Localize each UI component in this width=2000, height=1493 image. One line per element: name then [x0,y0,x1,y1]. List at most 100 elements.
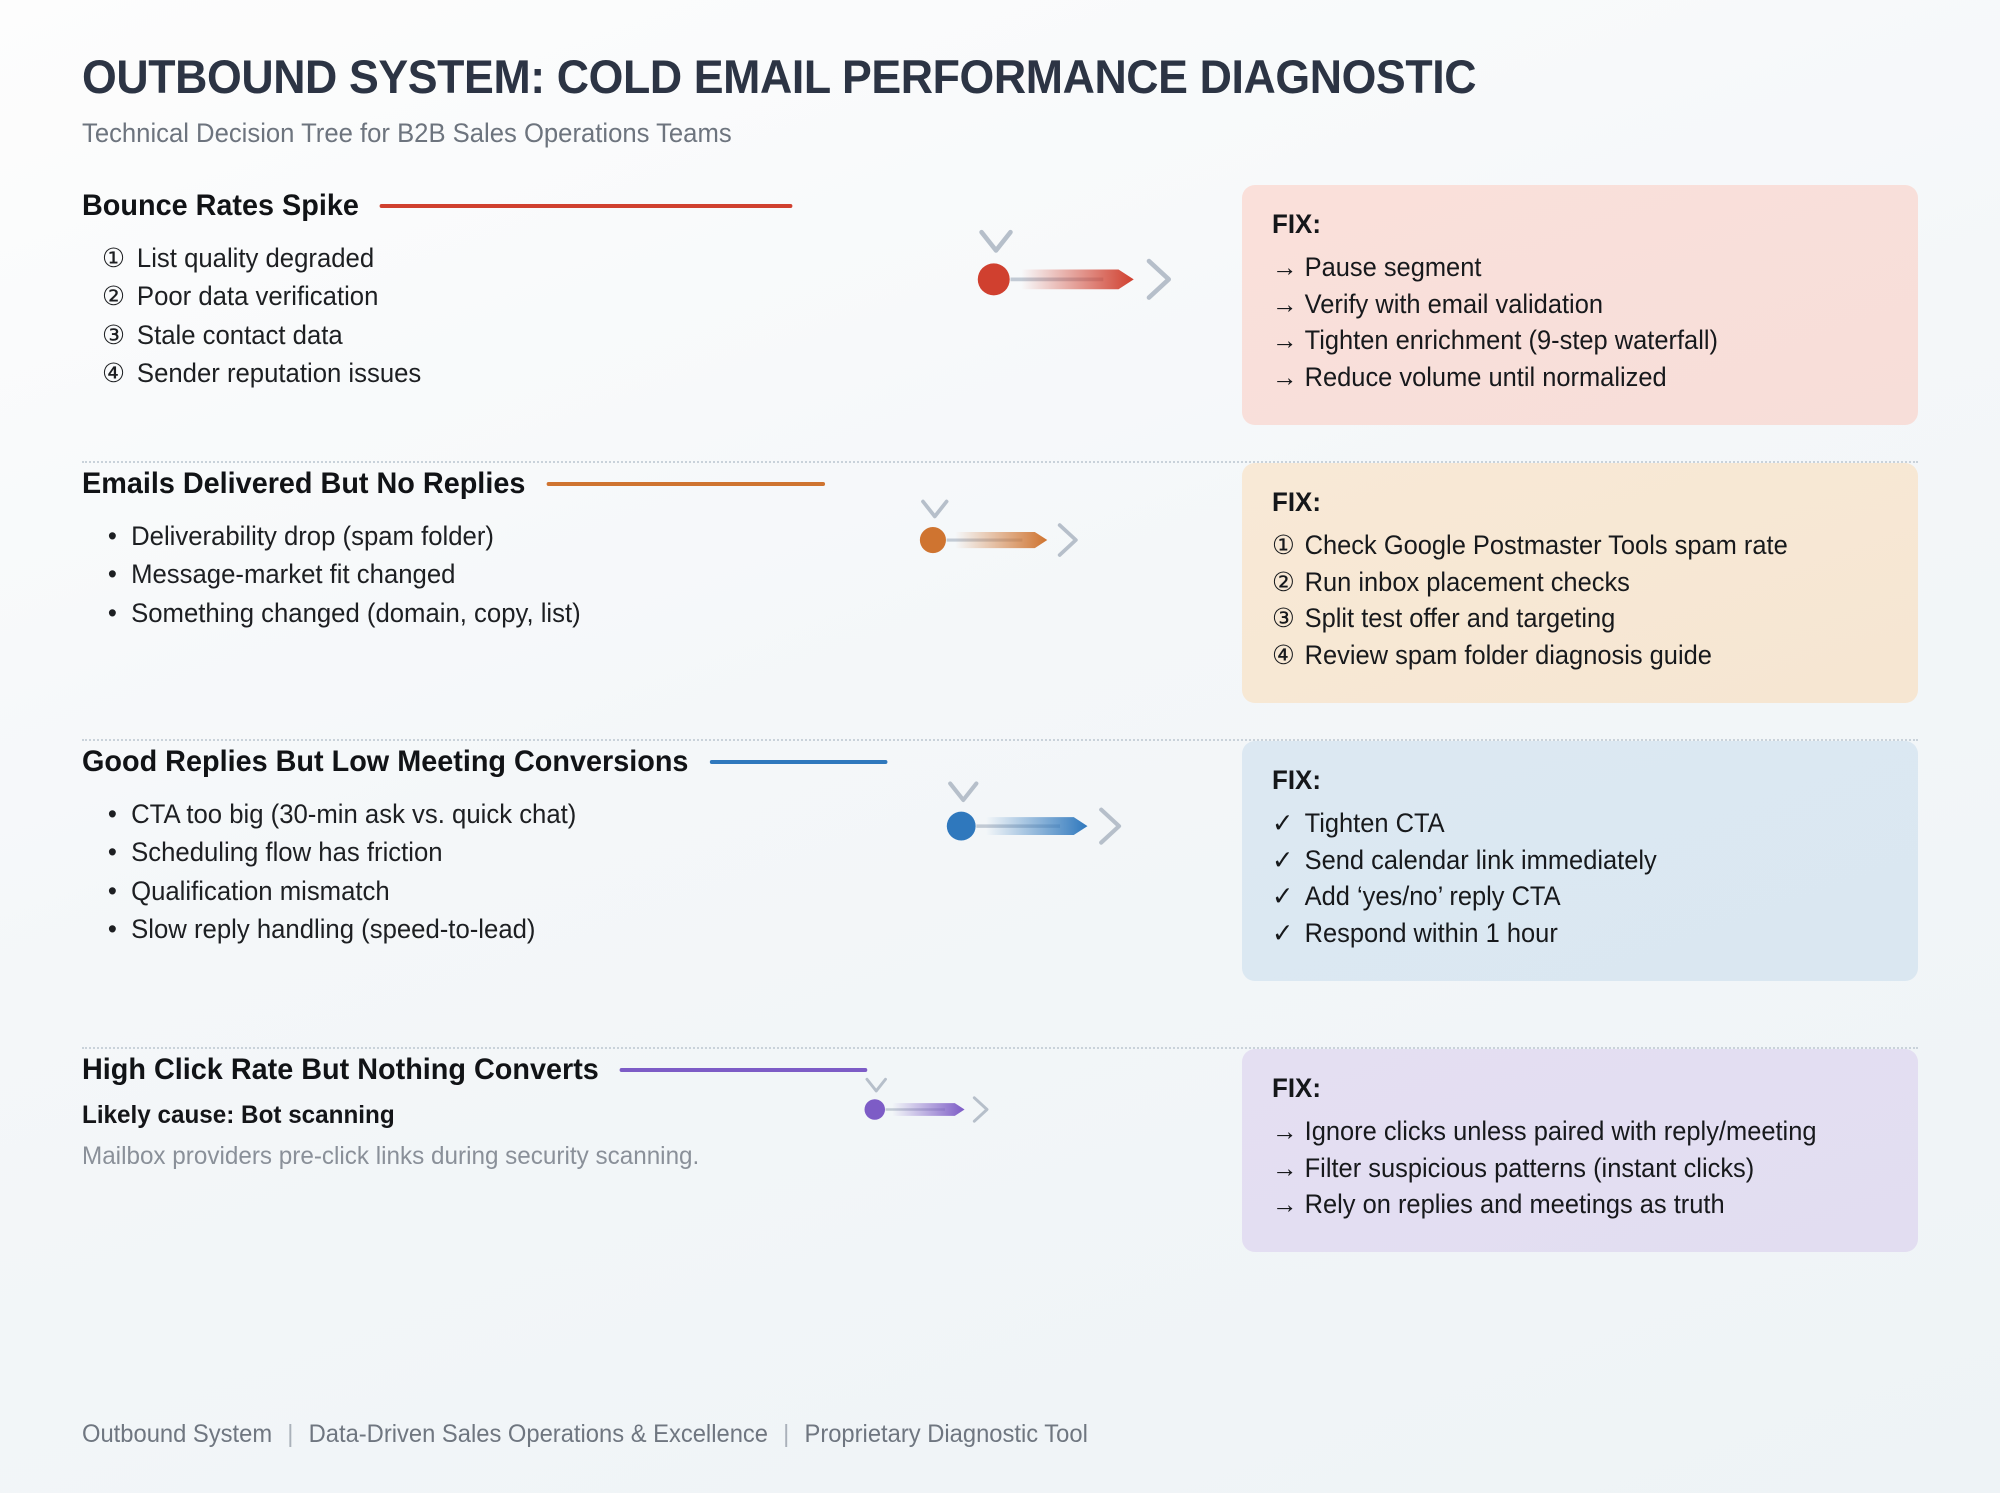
bullet-icon: • [107,837,117,868]
arrow-right-icon: → [1272,1115,1298,1146]
cause-item: • Qualification mismatch [102,874,1208,910]
section-heading-label: Emails Delivered But No Replies [82,466,526,500]
footer-brand: Outbound System [82,1420,273,1448]
footer-note: Proprietary Diagnostic Tool [804,1420,1088,1448]
bullet-icon: • [107,914,117,945]
fix-label: Reduce volume until normalized [1304,361,1667,392]
bullet-icon: • [107,520,117,551]
fix-item: ③ Split test offer and targeting [1272,601,1863,636]
fix-label: Tighten enrichment (9-step waterfall) [1304,325,1718,356]
section-heading-label: Good Replies But Low Meeting Conversions [82,744,689,778]
numbered-bullet-icon: ① [1272,529,1295,560]
check-icon: ✓ [1272,917,1294,948]
fix-item: ✓Tighten CTA [1272,806,1863,841]
cause-label: CTA too big (30-min ask vs. quick chat) [131,798,577,829]
numbered-bullet-icon: ② [1272,566,1295,597]
fix-item: →Reduce volume until normalized [1272,360,1863,395]
page-title: OUTBOUND SYSTEM: COLD EMAIL PERFORMANCE … [82,50,1477,103]
fix-item: →Tighten enrichment (9-step waterfall) [1272,323,1863,358]
section-heading: Bounce Rates Spike [82,189,1196,223]
cause-list: •Deliverability drop (spam folder)•Messa… [82,519,1242,632]
cause-item: •Deliverability drop (spam folder) [102,519,1208,555]
numbered-bullet-icon: ③ [102,319,126,350]
page-subtitle: Technical Decision Tree for B2B Sales Op… [82,117,732,148]
fix-card: FIX:✓Tighten CTA✓Send calendar link imme… [1242,740,1918,981]
arrow-right-icon: → [1272,325,1298,356]
fix-item: →Ignore clicks unless paired with reply/… [1272,1114,1863,1149]
header: OUTBOUND SYSTEM: COLD EMAIL PERFORMANCE … [82,0,1918,149]
cause-label: Stale contact data [136,319,343,350]
check-icon: ✓ [1272,881,1294,912]
down-chevron-icon [921,499,949,519]
fix-item: →Verify with email validation [1272,287,1863,322]
fix-item: ① Check Google Postmaster Tools spam rate [1272,528,1863,563]
bullet-icon: • [107,875,117,906]
bullet-icon: • [107,798,117,829]
fix-title: FIX: [1272,486,1321,517]
section-divider [82,1046,1918,1049]
cause-label: Slow reply handling (speed-to-lead) [131,914,536,945]
fix-title: FIX: [1272,764,1321,795]
heading-rule [619,1067,868,1072]
fix-item: ✓ Respond within 1 hour [1272,916,1863,951]
arrow-right-icon: → [1272,1189,1298,1220]
numbered-bullet-icon: ② [102,281,126,312]
cause-list: • CTA too big (30-min ask vs. quick chat)… [82,797,1242,948]
section-heading-label: Bounce Rates Spike [82,188,359,222]
fix-label: Run inbox placement checks [1304,566,1630,597]
fix-block: FIX:✓Tighten CTA✓Send calendar link imme… [1242,740,1918,981]
likely-cause-label: Likely cause: Bot scanning [82,1100,395,1129]
fix-block: FIX:→Ignore clicks unless paired with re… [1242,1048,1918,1252]
bullet-icon: • [107,597,117,628]
fix-block: FIX:→Pause segment→Verify with email val… [1242,184,1918,425]
fix-title: FIX: [1272,208,1321,239]
section-divider [82,460,1918,463]
fix-label: Add ‘yes/no’ reply CTA [1304,881,1561,912]
numbered-bullet-icon: ③ [1272,603,1295,634]
fix-label: Send calendar link immediately [1304,844,1657,875]
section-heading: High Click Rate But Nothing Converts [82,1053,1196,1087]
footer: Outbound System | Data-Driven Sales Oper… [82,1420,1088,1449]
arrow-right-icon: → [1272,1152,1298,1183]
cause-label: Message-market fit changed [131,559,456,590]
section-good-replies-low-meetings: Good Replies But Low Meeting Conversions… [82,740,1918,1047]
fix-item: →Pause segment [1272,250,1863,285]
cause-item: ③ Stale contact data [102,318,1208,354]
footer-separator-2: | [783,1420,790,1448]
fix-label: Pause segment [1304,251,1482,282]
fix-label: Respond within 1 hour [1304,917,1558,948]
section-emails-delivered-no-replies: Emails Delivered But No Replies •Delivera… [82,462,1918,739]
fix-item: →Filter suspicious patterns (instant cli… [1272,1151,1863,1186]
fix-card: FIX: ① Check Google Postmaster Tools spam … [1242,462,1918,703]
cause-item: •Message-market fit changed [102,557,1208,593]
fix-label: Ignore clicks unless paired with reply/m… [1304,1115,1817,1146]
fix-item: →Rely on replies and meetings as truth [1272,1187,1863,1222]
heading-rule [380,203,793,208]
fix-label: Check Google Postmaster Tools spam rate [1304,529,1788,560]
arrow-right-icon: → [1272,361,1298,392]
fix-item: ✓ Add ‘yes/no’ reply CTA [1272,879,1863,914]
numbered-bullet-icon: ④ [102,358,126,389]
section-heading: Emails Delivered But No Replies [82,467,1196,501]
fix-item: ✓Send calendar link immediately [1272,843,1863,878]
cause-label: Qualification mismatch [131,875,390,906]
footer-tagline: Data-Driven Sales Operations & Excellenc… [308,1420,768,1448]
fix-label: Split test offer and targeting [1304,603,1616,634]
problem-block: Good Replies But Low Meeting Conversions… [82,741,1242,951]
fix-item: ② Run inbox placement checks [1272,565,1863,600]
fix-card: FIX:→Pause segment→Verify with email val… [1242,184,1918,425]
problem-block: Emails Delivered But No Replies •Delivera… [82,463,1242,635]
footer-separator-1: | [287,1420,294,1448]
arrow-right-icon: → [1272,251,1298,282]
cause-item: • CTA too big (30-min ask vs. quick chat) [102,797,1208,833]
